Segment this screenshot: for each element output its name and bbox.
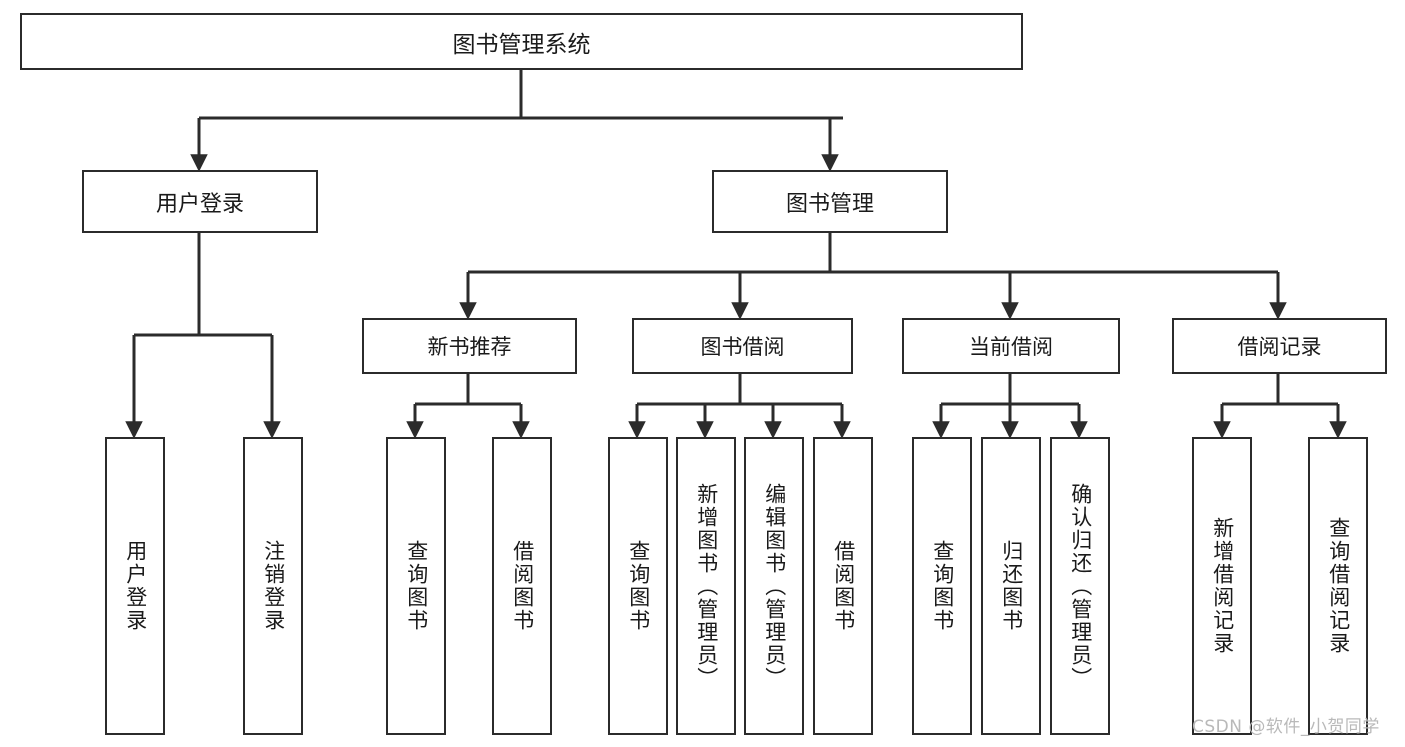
leaf-current-borrow-1[interactable]: 查询图书 [912, 437, 972, 735]
node-book-borrow-label: 图书借阅 [700, 335, 785, 359]
node-borrow-record[interactable]: 借阅记录 [1172, 318, 1387, 374]
leaf-borrow-record-2-label: 查询借阅记录 [1326, 517, 1351, 655]
node-book-management[interactable]: 图书管理 [712, 170, 948, 233]
leaf-user-login-2[interactable]: 注销登录 [243, 437, 303, 735]
node-book-borrow[interactable]: 图书借阅 [632, 318, 853, 374]
leaf-book-borrow-2[interactable]: 新增图书（管理员） [676, 437, 736, 735]
leaf-new-book-recommend-1-label: 查询图书 [404, 540, 429, 632]
leaf-borrow-record-1[interactable]: 新增借阅记录 [1192, 437, 1252, 735]
leaf-book-borrow-3-label: 编辑图书（管理员） [762, 482, 787, 690]
leaf-borrow-record-1-label: 新增借阅记录 [1210, 517, 1235, 655]
leaf-new-book-recommend-1[interactable]: 查询图书 [386, 437, 446, 735]
node-user-login[interactable]: 用户登录 [82, 170, 318, 233]
leaf-book-borrow-2-label: 新增图书（管理员） [694, 482, 719, 690]
leaf-new-book-recommend-2[interactable]: 借阅图书 [492, 437, 552, 735]
leaf-book-borrow-4[interactable]: 借阅图书 [813, 437, 873, 735]
leaf-user-login-1-label: 用户登录 [123, 540, 148, 632]
leaf-user-login-2-label: 注销登录 [261, 540, 286, 632]
leaf-book-borrow-1-label: 查询图书 [626, 540, 651, 632]
leaf-current-borrow-2-label: 归还图书 [999, 540, 1024, 632]
node-new-book-recommend[interactable]: 新书推荐 [362, 318, 577, 374]
leaf-book-borrow-4-label: 借阅图书 [831, 540, 856, 632]
leaf-current-borrow-3-label: 确认归还（管理员） [1068, 482, 1093, 690]
leaf-current-borrow-3[interactable]: 确认归还（管理员） [1050, 437, 1110, 735]
node-borrow-record-label: 借阅记录 [1237, 335, 1322, 359]
leaf-new-book-recommend-2-label: 借阅图书 [510, 540, 535, 632]
leaf-user-login-1[interactable]: 用户登录 [105, 437, 165, 735]
node-new-book-recommend-label: 新书推荐 [427, 335, 512, 359]
node-root-label: 图书管理系统 [452, 31, 591, 58]
leaf-book-borrow-1[interactable]: 查询图书 [608, 437, 668, 735]
leaf-book-borrow-3[interactable]: 编辑图书（管理员） [744, 437, 804, 735]
node-current-borrow[interactable]: 当前借阅 [902, 318, 1120, 374]
node-root[interactable]: 图书管理系统 [20, 13, 1023, 70]
csdn-watermark: CSDN @软件_小贺同学 [1192, 717, 1380, 737]
leaf-current-borrow-1-label: 查询图书 [930, 540, 955, 632]
node-book-management-label: 图书管理 [785, 191, 874, 217]
leaf-current-borrow-2[interactable]: 归还图书 [981, 437, 1041, 735]
node-user-login-label: 用户登录 [155, 191, 244, 217]
node-current-borrow-label: 当前借阅 [969, 335, 1053, 359]
leaf-borrow-record-2[interactable]: 查询借阅记录 [1308, 437, 1368, 735]
